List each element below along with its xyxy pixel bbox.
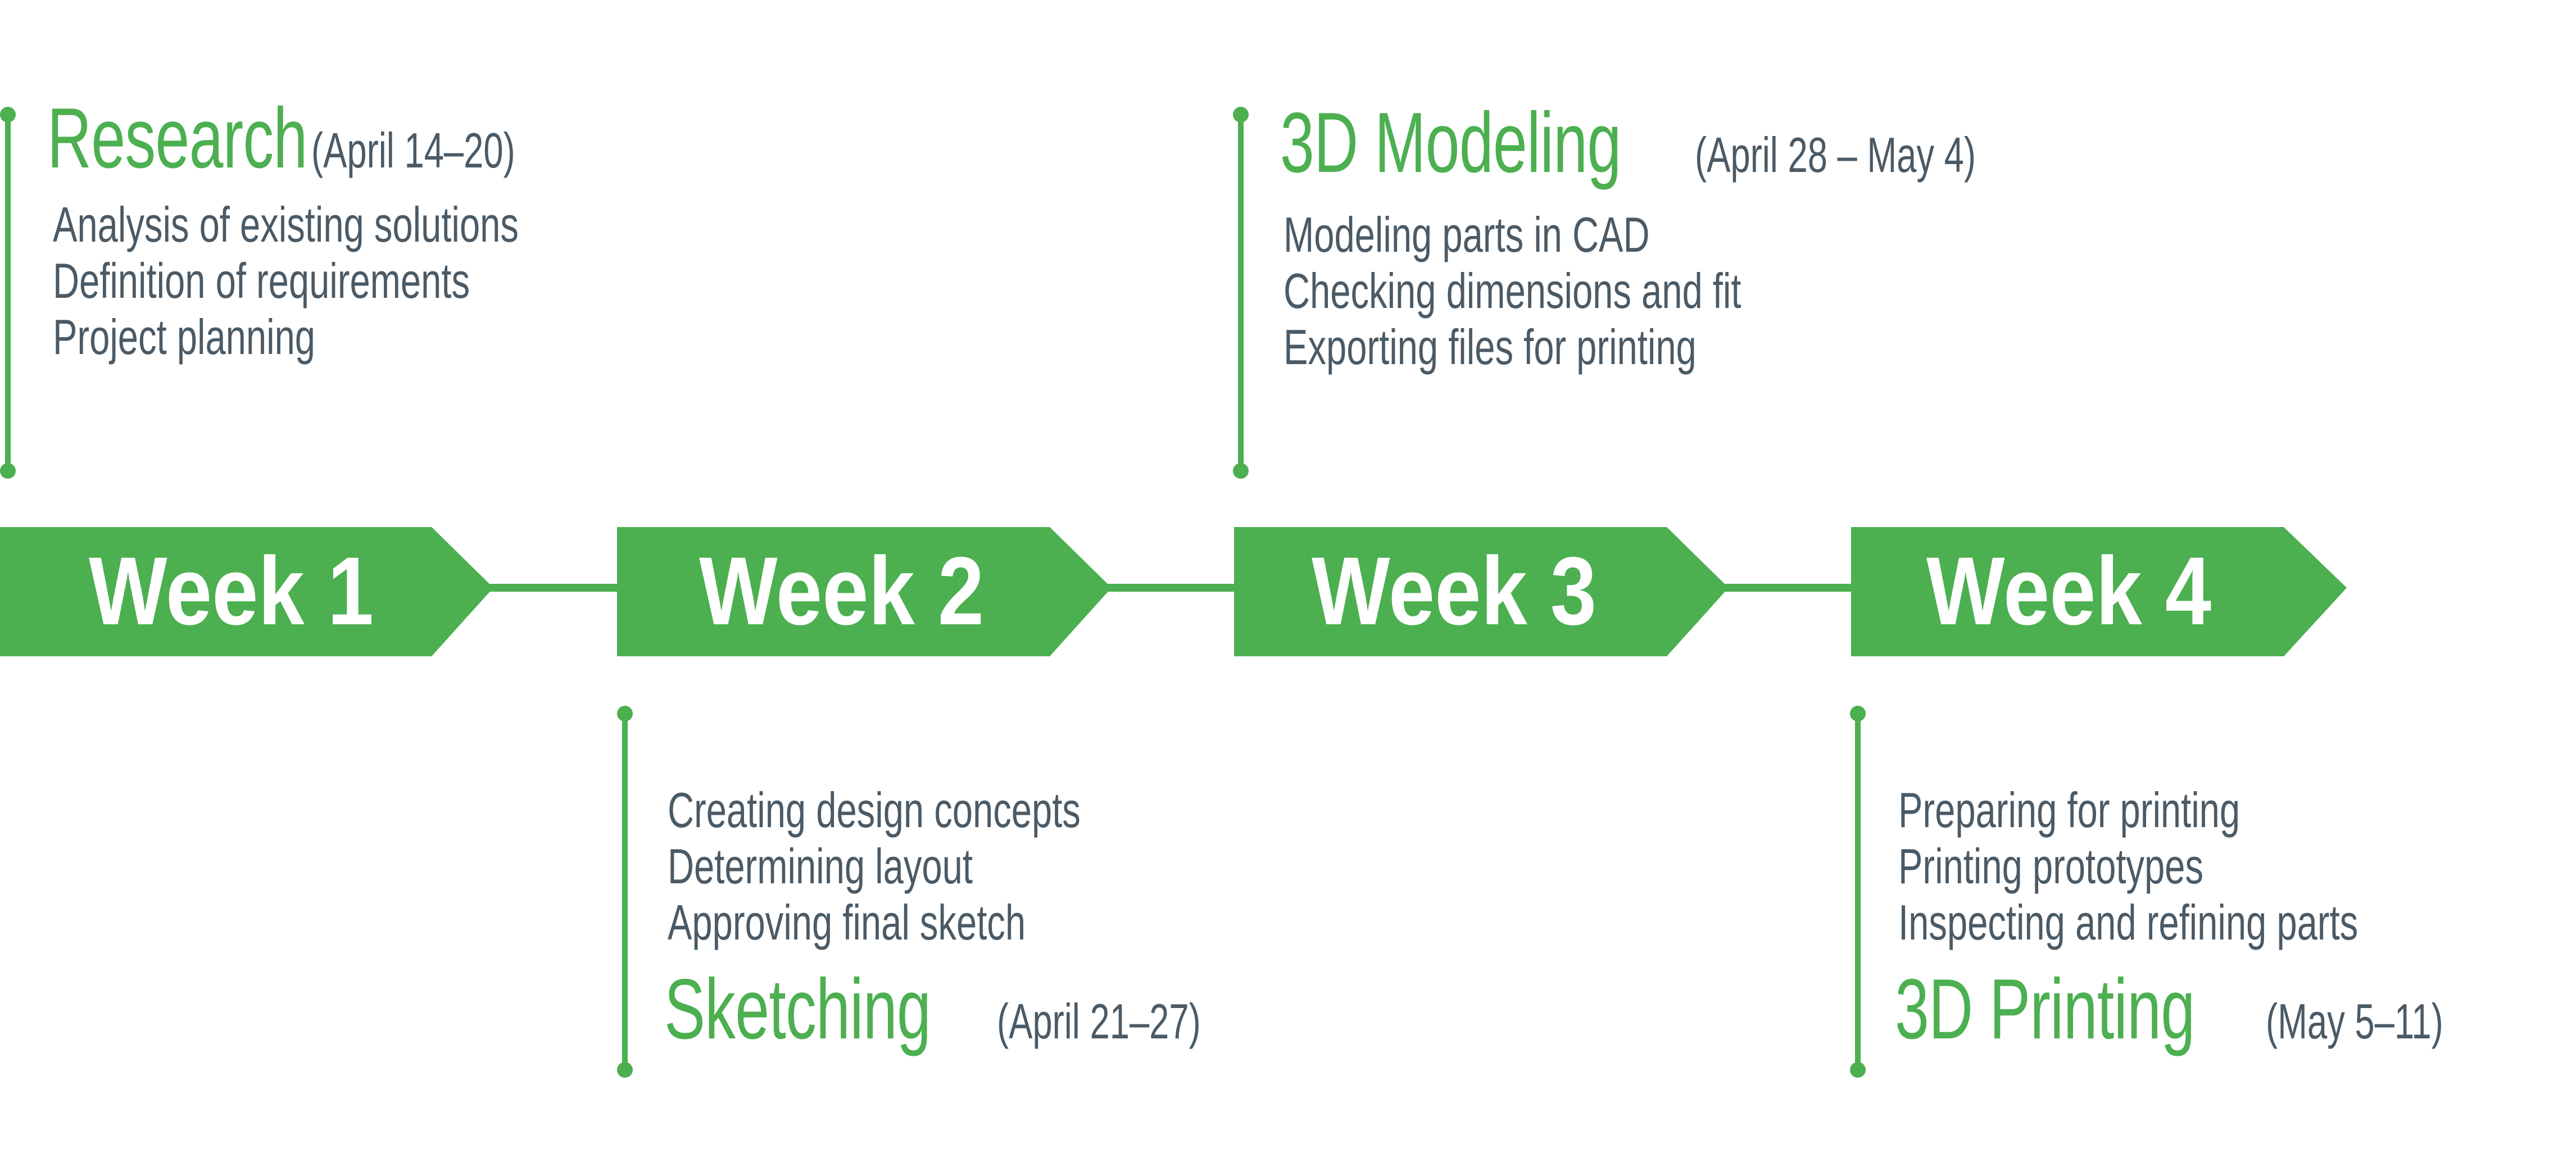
phase-sketching-items: Creating design concepts Determining lay… xyxy=(668,782,1280,951)
list-item: Project planning xyxy=(53,309,316,365)
phase-3d-modeling: 3D Modeling (April 28 – May 4) Modeling … xyxy=(1280,100,2085,375)
list-item: Determining layout xyxy=(668,838,973,894)
phase-title-3d-modeling: 3D Modeling xyxy=(1280,95,1621,190)
list-item: Printing prototypes xyxy=(1898,838,2203,894)
week-3-label: Week 3 xyxy=(1312,537,1597,645)
week-1-label: Week 1 xyxy=(89,537,374,645)
phase-3d-modeling-heading: 3D Modeling (April 28 – May 4) xyxy=(1280,100,2085,185)
list-item: Approving final sketch xyxy=(668,895,1026,950)
phase-3d-printing-heading: 3D Printing (May 5–11) xyxy=(1895,966,2520,1052)
list-item: Analysis of existing solutions xyxy=(53,197,519,252)
list-item: Definition of requirements xyxy=(53,253,470,308)
phase-research-heading: Research (April 14–20) xyxy=(47,96,682,181)
phase-3d-printing: Preparing for printing Printing prototyp… xyxy=(1895,782,2520,1052)
week-1-arrow xyxy=(0,527,493,656)
week-2-arrow xyxy=(617,527,1112,656)
phase-title-3d-printing: 3D Printing xyxy=(1895,961,2195,1057)
list-item: Modeling parts in CAD xyxy=(1284,207,1650,262)
list-item: Preparing for printing xyxy=(1898,782,2241,838)
phase-3d-printing-items: Preparing for printing Printing prototyp… xyxy=(1898,782,2520,951)
list-item: Inspecting and refining parts xyxy=(1898,895,2359,950)
phase-dates-3d-modeling: (April 28 – May 4) xyxy=(1695,127,1976,183)
phase-title-research: Research xyxy=(47,90,307,186)
week-2-label: Week 2 xyxy=(699,537,985,645)
leader-3d-printing xyxy=(1850,706,1866,1078)
week-4-label: Week 4 xyxy=(1926,537,2212,645)
week-4-arrow xyxy=(1851,527,2347,656)
week-3-arrow xyxy=(1234,527,1729,656)
phase-dates-sketching: (April 21–27) xyxy=(997,993,1201,1049)
list-item: Checking dimensions and fit xyxy=(1284,263,1741,319)
phase-title-sketching: Sketching xyxy=(664,961,931,1057)
phase-3d-modeling-items: Modeling parts in CAD Checking dimension… xyxy=(1284,207,2085,375)
list-item: Exporting files for printing xyxy=(1284,319,1697,375)
leader-research xyxy=(0,107,16,479)
phase-dates-research: (April 14–20) xyxy=(311,122,515,178)
phase-dates-3d-printing: (May 5–11) xyxy=(2266,993,2443,1049)
leader-3d-modeling xyxy=(1233,107,1249,479)
phase-sketching: Creating design concepts Determining lay… xyxy=(664,782,1280,1052)
phase-research: Research (April 14–20) Analysis of exist… xyxy=(47,96,682,365)
phase-research-items: Analysis of existing solutions Definitio… xyxy=(53,197,682,365)
leader-sketching xyxy=(617,706,633,1078)
list-item: Creating design concepts xyxy=(668,782,1081,838)
phase-sketching-heading: Sketching (April 21–27) xyxy=(664,966,1280,1052)
